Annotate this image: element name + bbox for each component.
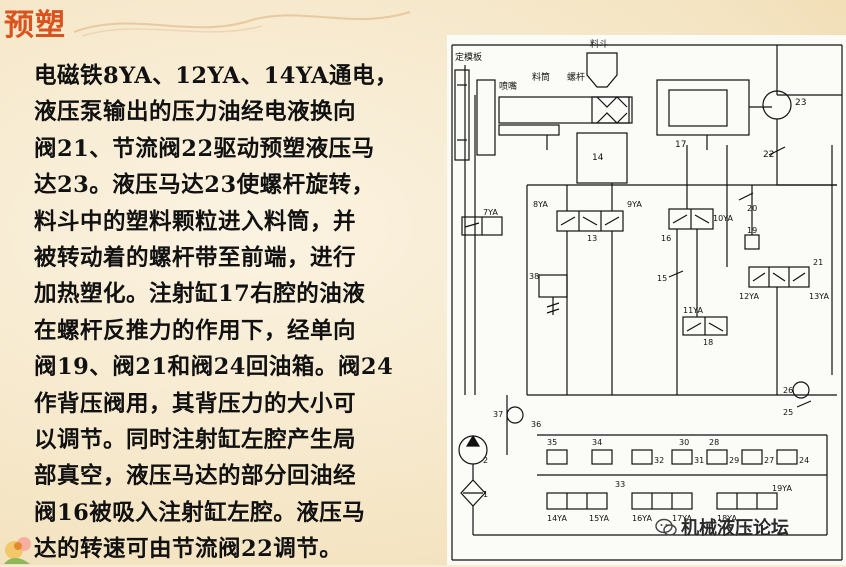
mold-plates <box>454 69 496 161</box>
pressure-gauge-26 <box>792 381 810 399</box>
text-line: 电磁铁8YA、12YA、14YA通电， <box>34 63 399 89</box>
frame-lines <box>451 44 843 561</box>
hopper-label: 料斗 <box>590 38 608 50</box>
text-line: 料斗中的塑料颗粒进入料筒，并 <box>34 208 357 235</box>
text-line: 阀19、阀21和阀24回油箱。阀24 <box>34 354 394 381</box>
label-21: 21 <box>813 258 823 267</box>
text-line: 作背压阀用，其背压力的大小可 <box>34 390 357 417</box>
label-9ya: 9YA <box>627 200 642 209</box>
label-13ya: 13YA <box>809 292 829 301</box>
label-34: 34 <box>592 438 602 447</box>
flower-decoration <box>4 537 31 564</box>
label-8ya: 8YA <box>533 200 548 209</box>
valve-7ya <box>461 216 503 236</box>
nozzle-label: 喷嘴 <box>499 81 517 92</box>
injection-cylinder-17 <box>656 79 772 150</box>
label-18ya: 18YA <box>717 514 737 523</box>
text-line: 在螺杆反推力的作用下，经单向 <box>34 317 357 344</box>
label-12ya: 12YA <box>739 292 759 301</box>
label-16: 16 <box>661 234 671 243</box>
screw-label: 螺杆 <box>567 71 585 83</box>
valve-18 <box>682 316 728 336</box>
hydraulic-schematic: 定模板 喷嘴 料筒 螺杆 料斗 17 23 22 14 7YA <box>447 35 846 565</box>
label-26: 26 <box>783 386 793 395</box>
text-line: 液压泵输出的压力油经电液换向 <box>34 99 357 126</box>
label-13: 13 <box>587 234 597 243</box>
description-text: 电磁铁8YA、12YA、14YA通电， 液压泵输出的压力油经电液换向 阀21、节… <box>34 58 434 567</box>
label-19ya: 19YA <box>772 484 792 493</box>
watermark: 机械液压论坛 <box>655 513 789 541</box>
valve-21 <box>748 266 810 288</box>
label-11ya: 11YA <box>683 306 703 315</box>
label-35: 35 <box>547 438 557 447</box>
label-15ya: 15YA <box>589 514 609 523</box>
text-line: 部真空，液压马达的部分回油经 <box>34 463 357 490</box>
text-line: 阀16被吸入注射缸左腔。液压马 <box>34 499 366 526</box>
valve-bank-row1 <box>537 434 827 476</box>
valve-38 <box>538 274 568 315</box>
label-31: 31 <box>694 456 704 465</box>
text-line: 达23。液压马达23使螺杆旋转， <box>34 172 375 199</box>
valve-13 <box>556 210 624 232</box>
label-32: 32 <box>654 456 664 465</box>
label-1: 1 <box>483 490 488 499</box>
label-22: 22 <box>763 150 774 160</box>
label-37: 37 <box>493 410 503 419</box>
hopper-shape <box>586 52 618 88</box>
wechat-icon <box>655 518 677 536</box>
title-flourish <box>73 11 411 37</box>
label-36: 36 <box>531 420 541 429</box>
cylinder-14 <box>576 132 628 184</box>
label-15: 15 <box>657 274 667 283</box>
check-valve-19 <box>744 234 760 250</box>
text-line: 以调节。同时注射缸左腔产生局 <box>34 426 357 453</box>
text-line: 阀21、节流阀22驱动预塑液压马 <box>34 135 375 162</box>
label-7ya: 7YA <box>483 208 498 217</box>
label-33: 33 <box>615 480 625 489</box>
label-2: 2 <box>483 456 488 465</box>
label-18: 18 <box>703 338 713 347</box>
connection-lines <box>506 145 837 455</box>
valve-16 <box>668 208 714 230</box>
barrel-label: 料筒 <box>532 71 550 83</box>
label-17ya: 17YA <box>672 514 692 523</box>
text-line: 达的转速可由节流阀22调节。 <box>34 536 343 563</box>
label-10ya: 10YA <box>713 214 733 223</box>
text-line: 加热塑化。注射缸17右腔的油液 <box>34 281 366 308</box>
label-23: 23 <box>795 98 806 108</box>
watermark-text: 机械液压论坛 <box>681 518 789 539</box>
label-14ya: 14YA <box>547 514 567 523</box>
label-17: 17 <box>675 140 686 150</box>
label-30: 30 <box>679 438 689 447</box>
label-28: 28 <box>709 438 719 447</box>
valve-bank-row2 <box>546 492 778 510</box>
fixed-plate-label: 定模板 <box>455 51 482 63</box>
barrel-assembly <box>498 96 633 150</box>
label-24: 24 <box>799 456 809 465</box>
label-25: 25 <box>783 408 793 417</box>
label-29: 29 <box>729 456 739 465</box>
label-27: 27 <box>764 456 774 465</box>
slide-title: 预塑 <box>4 8 66 43</box>
label-16ya: 16YA <box>632 514 652 523</box>
label-14: 14 <box>592 153 604 163</box>
text-line: 被转动着的螺杆带至前端，进行 <box>34 244 357 271</box>
pressure-gauge-37 <box>506 406 524 424</box>
label-38: 38 <box>529 272 539 281</box>
